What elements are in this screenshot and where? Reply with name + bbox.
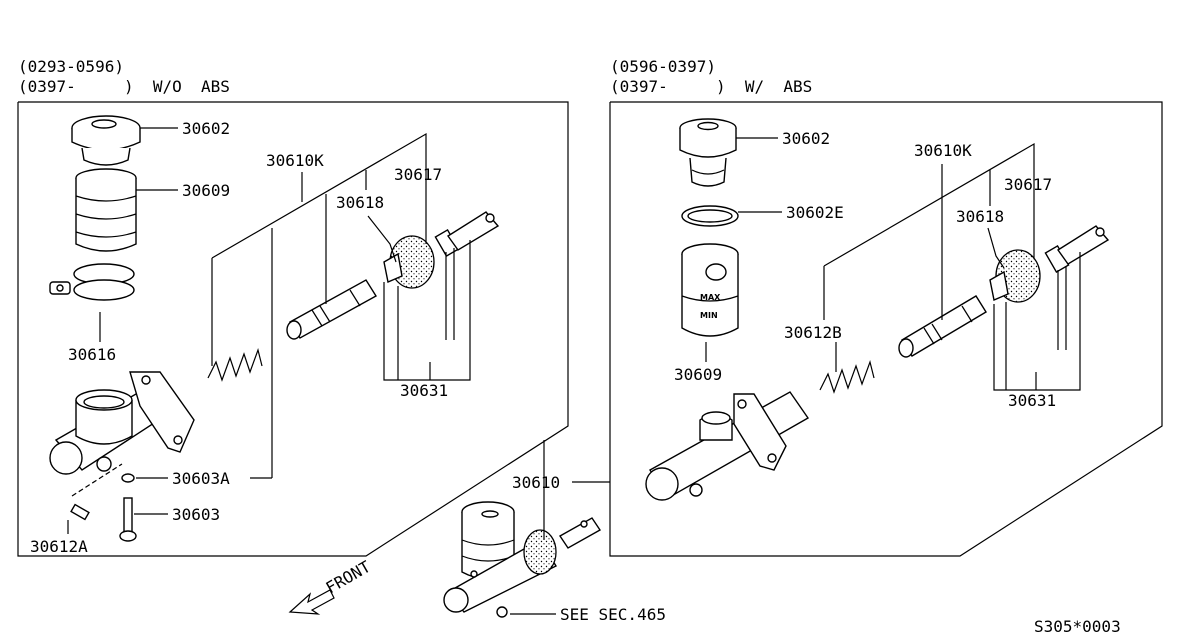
left-spring (207, 347, 263, 382)
left-label-30612A: 30612A (30, 537, 88, 556)
left-label-30631: 30631 (400, 381, 448, 400)
left-reservoir-cap (71, 115, 141, 166)
right-seal-ring (681, 205, 739, 227)
left-label-30603: 30603 (172, 505, 220, 524)
left-piston (286, 279, 377, 340)
front-arrow-icon (288, 589, 335, 615)
right-label-30602: 30602 (782, 129, 830, 148)
right-spring (819, 359, 875, 394)
right-reservoir: MAX MIN (681, 243, 739, 337)
left-label-30610K: 30610K (266, 151, 324, 170)
right-boot (989, 245, 1070, 303)
diagram-code: S305*0003 (1034, 617, 1121, 636)
right-label-30618: 30618 (956, 207, 1004, 226)
left-bleeder (70, 463, 123, 521)
left-clevis (446, 211, 500, 251)
see-sec-label: SEE SEC.465 (560, 605, 666, 624)
right-header-line1: (0596-0397) (610, 57, 716, 76)
left-header-line1: (0293-0596) (18, 57, 124, 76)
left-label-30616: 30616 (68, 345, 116, 364)
left-master-cylinder (49, 371, 195, 475)
right-master-cylinder (645, 391, 810, 501)
right-panel-frame (609, 101, 1163, 557)
right-label-30610K: 30610K (914, 141, 972, 160)
center-assembly (443, 501, 602, 618)
left-header-line2: (0397- ) W/O ABS (18, 77, 230, 96)
right-reservoir-min: MIN (700, 311, 718, 320)
left-label-30617: 30617 (394, 165, 442, 184)
front-label: FRONT (323, 557, 375, 598)
right-piston (898, 295, 987, 358)
right-header-line2: (0397- ) W/ ABS (610, 77, 812, 96)
right-label-30612B: 30612B (784, 323, 842, 342)
left-label-30602: 30602 (182, 119, 230, 138)
left-bolt (119, 497, 137, 542)
right-label-30602E: 30602E (786, 203, 844, 222)
left-clamp-band (49, 263, 135, 301)
left-label-30603A: 30603A (172, 469, 230, 488)
left-label-30609: 30609 (182, 181, 230, 200)
right-label-30609: 30609 (674, 365, 722, 384)
left-label-30618: 30618 (336, 193, 384, 212)
left-reservoir (75, 168, 137, 252)
right-label-30617: 30617 (1004, 175, 1052, 194)
left-panel-frame (17, 101, 569, 557)
left-seal-washer (121, 473, 135, 483)
right-clevis (1056, 225, 1110, 265)
center-label-30610: 30610 (512, 473, 560, 492)
right-reservoir-max: MAX (700, 293, 721, 302)
right-reservoir-cap (679, 118, 737, 187)
right-label-30631: 30631 (1008, 391, 1056, 410)
left-boot (383, 229, 460, 289)
